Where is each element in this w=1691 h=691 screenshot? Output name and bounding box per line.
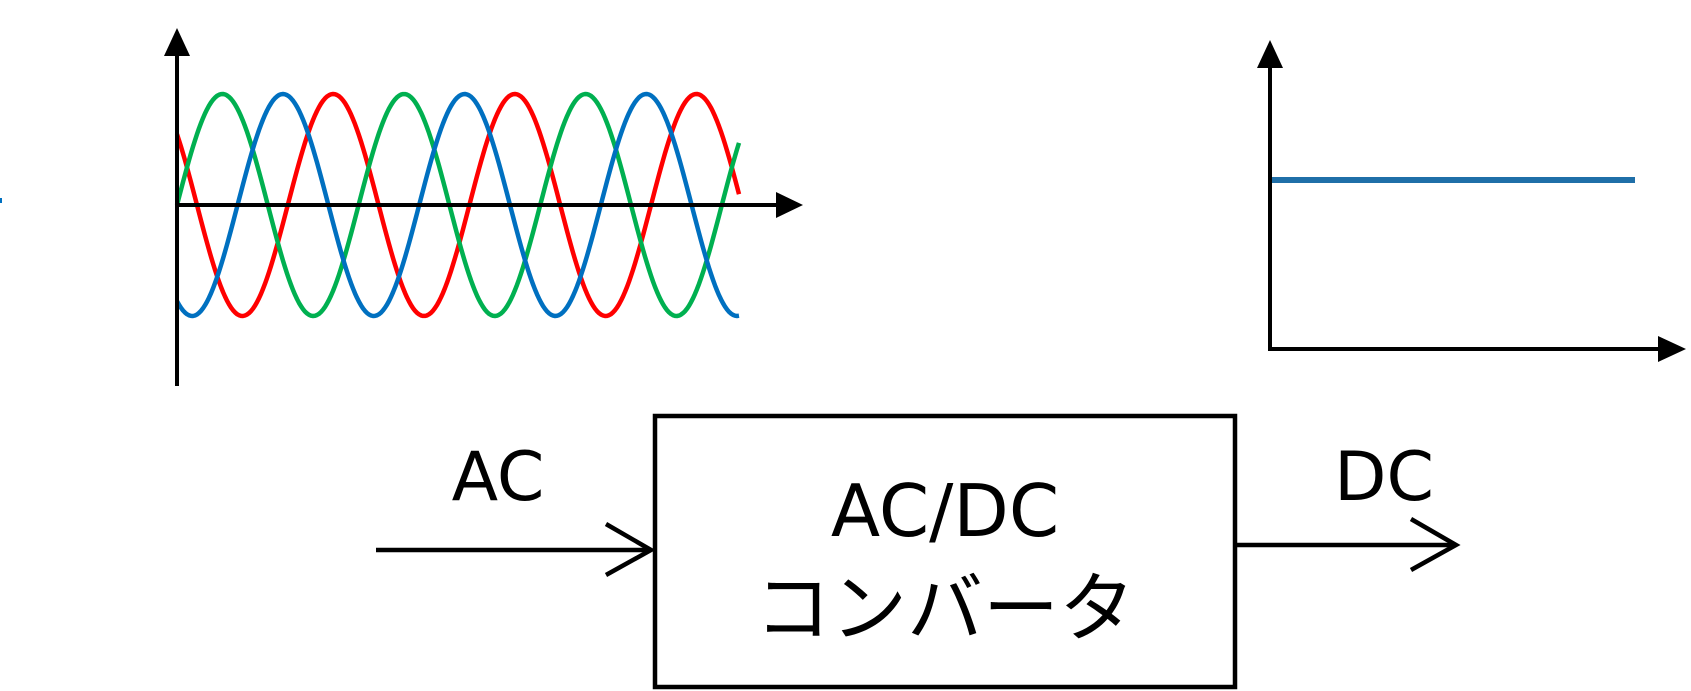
ac-waveform-curves xyxy=(174,91,742,319)
converter-box xyxy=(652,413,1238,690)
output-arrow-head xyxy=(1409,517,1461,572)
dc-x-axis-arrowhead xyxy=(1658,336,1686,362)
block-diagram: AC AC/DC コンバータ DC xyxy=(376,413,1461,690)
ac-phase-green-curve xyxy=(174,91,742,319)
dc-y-axis-arrowhead xyxy=(1257,40,1283,68)
ac-y-axis-arrowhead xyxy=(164,28,190,56)
ac-x-axis-arrowhead xyxy=(776,192,803,218)
ac-phase-blue-curve xyxy=(175,91,740,319)
dc-waveform-graph xyxy=(1257,40,1686,362)
input-label: AC xyxy=(452,438,545,517)
converter-label-line1: AC/DC xyxy=(831,469,1059,553)
ac-waveform-graph xyxy=(164,28,803,386)
ac-phase-red-curve xyxy=(174,91,742,319)
input-arrow-head xyxy=(604,522,656,577)
output-label: DC xyxy=(1334,438,1434,517)
converter-label-line2: コンバータ xyxy=(755,564,1135,653)
